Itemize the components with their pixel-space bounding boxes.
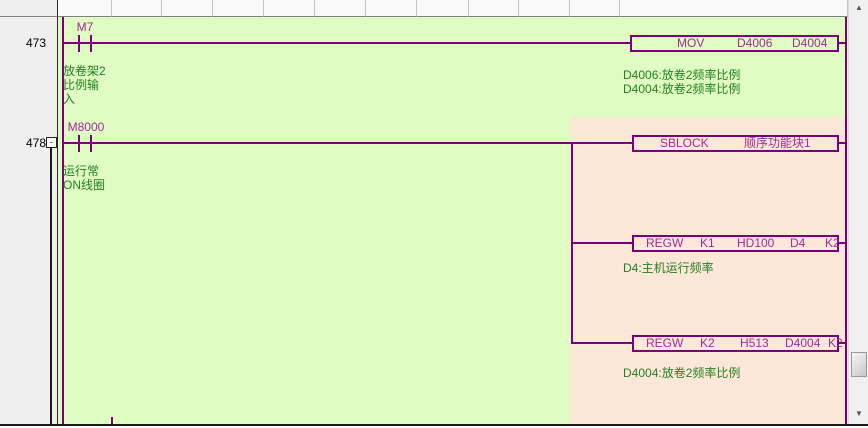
- instruction-comment: D4006:放卷2频率比例 D4004:放卷2频率比例: [623, 68, 740, 96]
- instruction-comment: D4:主机运行频率: [623, 261, 714, 275]
- header-cell: [58, 0, 112, 17]
- instruction-comment: D4004:放卷2频率比例: [623, 366, 740, 380]
- scrollbar-thumb[interactable]: [851, 352, 867, 377]
- contact-m7[interactable]: [78, 35, 92, 52]
- header-cell: [0, 0, 58, 17]
- comment-line: D4004:放卷2频率比例: [623, 82, 741, 96]
- comment-line: D4004:放卷2频率比例: [623, 366, 741, 380]
- rung-wire: [63, 42, 630, 44]
- comment-line: D4006:放卷2频率比例: [623, 68, 741, 82]
- rung-wire: [63, 142, 632, 144]
- instruction-operand: D4006: [737, 36, 773, 50]
- vertical-scrollbar[interactable]: ▲ ▼: [848, 0, 868, 424]
- bottom-divider: [0, 424, 868, 426]
- device-comment: 运行常 ON线圈: [63, 164, 105, 192]
- instruction-operand: D4004: [792, 36, 828, 50]
- instruction-opcode: SBLOCK: [660, 136, 709, 150]
- instruction-regw-k2[interactable]: REGW K2 H513 D4004 K2: [632, 335, 843, 352]
- rung-wire: [839, 242, 846, 244]
- instruction-sblock[interactable]: SBLOCK 顺序功能块1: [632, 135, 839, 152]
- instruction-opcode: REGW: [646, 336, 684, 350]
- contact-device-label: M8000: [67, 120, 105, 134]
- instruction-opcode: MOV: [677, 36, 705, 50]
- header-cell: [162, 0, 213, 17]
- header-cell: [112, 0, 162, 17]
- header-cell: [366, 0, 417, 17]
- rung-number-478: 478: [25, 136, 46, 150]
- instruction-operand: D4004: [785, 336, 821, 350]
- instruction-operand: 顺序功能块1: [744, 136, 811, 150]
- rung-number-margin: [0, 17, 58, 424]
- contact-m8000[interactable]: [78, 135, 92, 152]
- instruction-regw-k1[interactable]: REGW K1 HD100 D4 K2: [632, 235, 840, 252]
- header-cell: [264, 0, 315, 17]
- instruction-operand: K2: [828, 336, 843, 350]
- device-comment: 放卷架2 比例输 入: [63, 64, 106, 106]
- comment-line: 比例输: [63, 78, 100, 92]
- scroll-up-icon[interactable]: ▲: [855, 3, 863, 12]
- comment-line: 放卷架2: [63, 64, 106, 78]
- rung-wire: [571, 342, 632, 344]
- instruction-mov[interactable]: MOV D4006 D4004: [630, 35, 839, 52]
- rung-wire: [839, 342, 846, 344]
- branch-wire: [111, 417, 113, 424]
- collapse-expand-button[interactable]: -: [46, 137, 57, 148]
- header-cell: [570, 0, 620, 17]
- function-block-area: [570, 117, 848, 424]
- instruction-operand: D4: [790, 236, 806, 250]
- comment-line: 运行常: [63, 164, 100, 178]
- rung-wire: [571, 242, 632, 244]
- scroll-down-icon[interactable]: ▼: [855, 409, 863, 418]
- comment-line: ON线圈: [63, 178, 106, 192]
- rung-wire: [839, 142, 846, 144]
- header-cell: [620, 0, 848, 17]
- comment-line: D4:主机运行频率: [623, 261, 714, 275]
- rung-number-473: 473: [25, 36, 46, 50]
- header-cell: [519, 0, 570, 17]
- right-power-rail: [845, 17, 847, 424]
- header-cell: [315, 0, 366, 17]
- instruction-operand: K2: [700, 336, 715, 350]
- instruction-operand: K2: [825, 236, 840, 250]
- header-cell: [469, 0, 519, 17]
- header-cell: [417, 0, 469, 17]
- rung-wire: [839, 42, 846, 44]
- comment-line: 入: [63, 92, 76, 106]
- instruction-opcode: REGW: [646, 236, 684, 250]
- block-tree-line: [50, 148, 52, 424]
- instruction-operand: K1: [700, 236, 715, 250]
- left-power-rail: [62, 17, 64, 424]
- instruction-operand: H513: [740, 336, 769, 350]
- instruction-operand: HD100: [737, 236, 775, 250]
- header-cell: [213, 0, 264, 17]
- contact-device-label: M7: [76, 20, 94, 34]
